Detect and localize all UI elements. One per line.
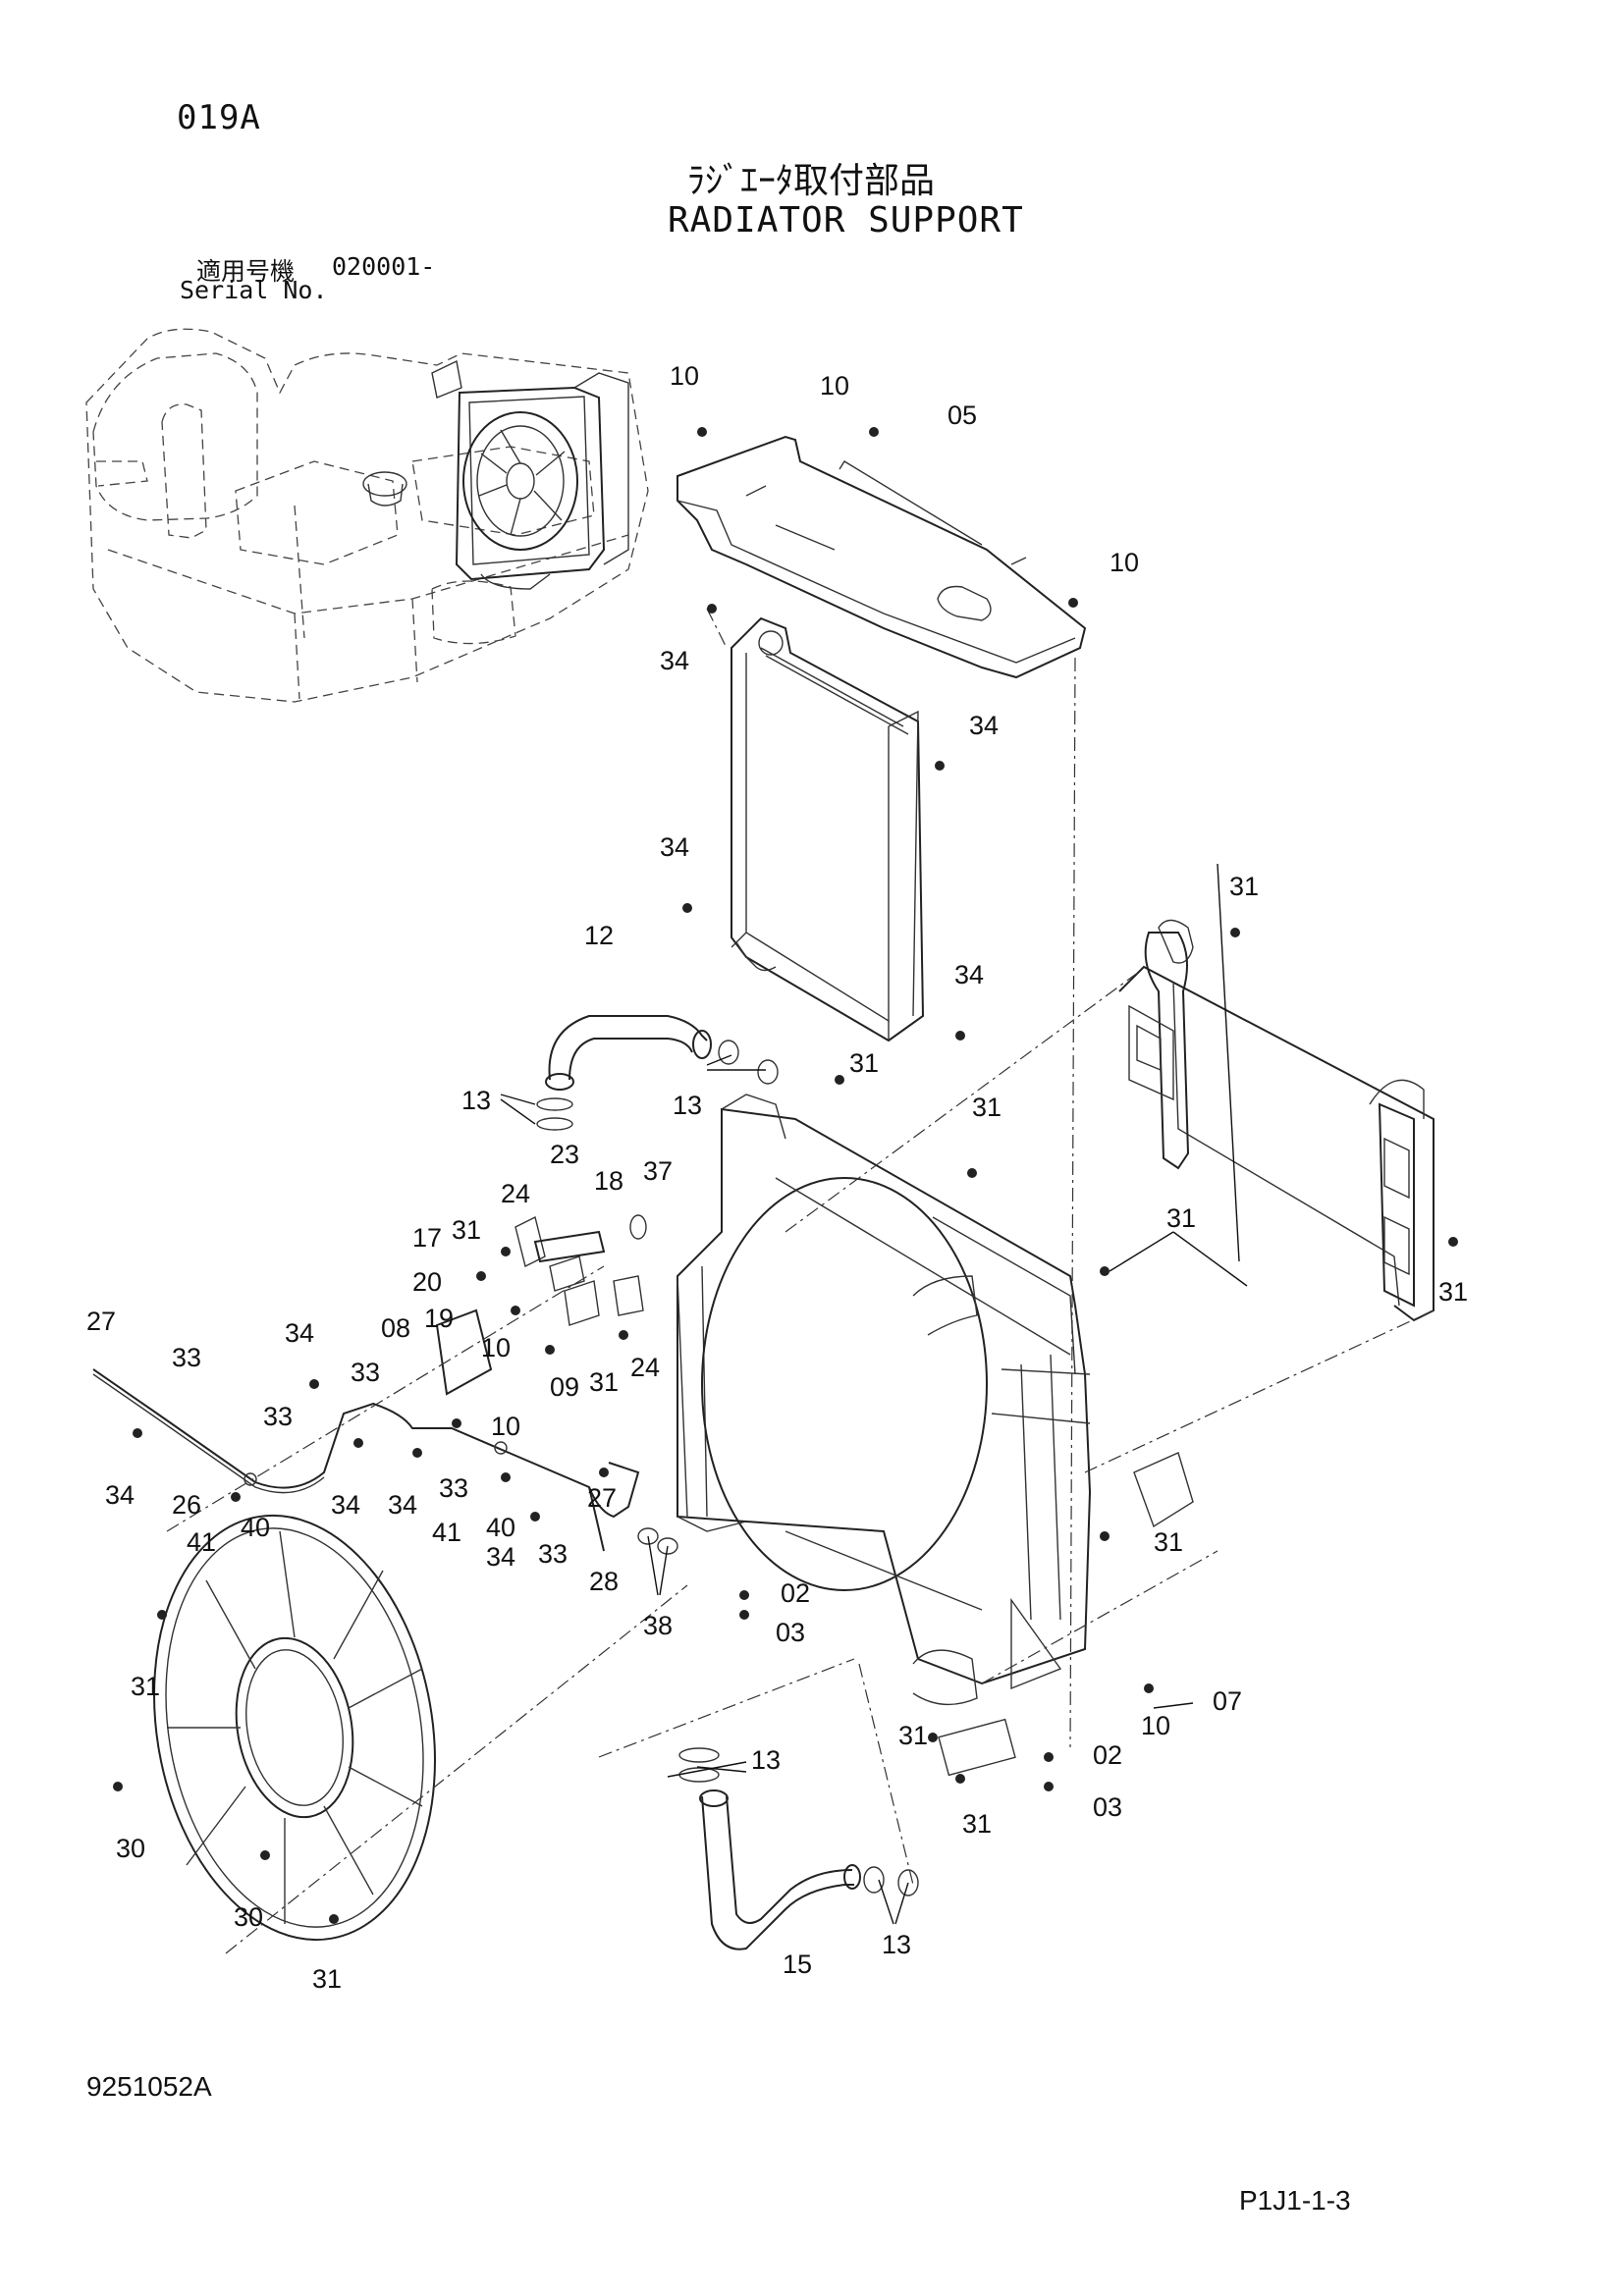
callout-10: 10 — [1110, 548, 1139, 577]
callout-33: 33 — [351, 1358, 380, 1387]
callout-34: 34 — [660, 832, 689, 862]
fan-guard — [153, 1514, 436, 1942]
intercooler — [1118, 919, 1435, 1322]
callout-33: 33 — [172, 1343, 201, 1372]
callout-labels: 10 10 05 10 34 34 34 31 12 34 13 13 31 3… — [86, 361, 1468, 1994]
callout-24: 24 — [501, 1179, 530, 1208]
callout-31: 31 — [131, 1672, 160, 1701]
callout-12: 12 — [584, 921, 614, 950]
callout-17: 17 — [412, 1223, 442, 1253]
callout-34: 34 — [969, 711, 999, 740]
callout-26: 26 — [172, 1490, 201, 1520]
callout-31: 31 — [312, 1964, 342, 1994]
small-brackets — [435, 1214, 1194, 1555]
callout-02: 02 — [781, 1578, 810, 1608]
callout-24: 24 — [630, 1353, 660, 1382]
callout-13: 13 — [461, 1086, 491, 1115]
callout-13: 13 — [882, 1930, 911, 1959]
callout-34: 34 — [660, 646, 689, 675]
callout-27: 27 — [587, 1483, 617, 1513]
callout-34: 34 — [486, 1542, 515, 1572]
callout-20: 20 — [412, 1267, 442, 1297]
leader-lines — [500, 863, 1248, 1925]
callout-34: 34 — [954, 960, 984, 989]
callout-18: 18 — [594, 1166, 623, 1196]
callout-33: 33 — [538, 1539, 568, 1569]
page-id: 019A — [177, 98, 261, 137]
title-japanese: ﾗｼﾞｴｰﾀ取付部品 — [687, 161, 936, 201]
callout-31: 31 — [972, 1093, 1001, 1122]
callout-30: 30 — [116, 1834, 145, 1863]
callout-34: 34 — [285, 1318, 314, 1348]
callout-19: 19 — [424, 1304, 454, 1333]
callout-41: 41 — [432, 1518, 461, 1547]
radiator-core — [731, 616, 925, 1042]
callout-41: 41 — [187, 1527, 216, 1557]
callout-40: 40 — [241, 1513, 270, 1542]
callout-34: 34 — [105, 1480, 135, 1510]
upper-cover-05 — [677, 435, 1087, 679]
machine-overview-sketch — [85, 328, 649, 703]
callout-27: 27 — [86, 1307, 116, 1336]
assembly-lines — [166, 608, 1435, 1954]
callout-33: 33 — [263, 1402, 293, 1431]
callout-34: 34 — [331, 1490, 360, 1520]
callout-10: 10 — [670, 361, 699, 391]
bolts — [113, 427, 1458, 1924]
callout-09: 09 — [550, 1372, 579, 1402]
callout-13: 13 — [673, 1091, 702, 1120]
callout-38: 38 — [643, 1611, 673, 1640]
callout-40: 40 — [486, 1513, 515, 1542]
title-english: RADIATOR SUPPORT — [668, 200, 1024, 240]
serial-label-english: Serial No. — [180, 276, 328, 304]
callout-10: 10 — [491, 1412, 520, 1441]
callout-10: 10 — [481, 1333, 511, 1362]
callout-37: 37 — [643, 1156, 673, 1186]
document-number: 9251052A — [86, 2071, 212, 2102]
wire-harness — [92, 1368, 640, 1552]
callout-30: 30 — [234, 1902, 263, 1932]
callout-31: 31 — [452, 1215, 481, 1245]
callout-03: 03 — [1093, 1792, 1122, 1822]
callout-31: 31 — [1154, 1527, 1183, 1557]
callout-23: 23 — [550, 1140, 579, 1169]
callout-13: 13 — [751, 1745, 781, 1775]
callout-28: 28 — [589, 1567, 619, 1596]
callout-05: 05 — [947, 400, 977, 430]
callout-31: 31 — [898, 1721, 928, 1750]
lower-hose-15 — [678, 1747, 919, 1950]
callout-31: 31 — [589, 1367, 619, 1397]
callout-34: 34 — [388, 1490, 417, 1520]
serial-number-value: 020001- — [332, 252, 436, 281]
callout-31: 31 — [1229, 872, 1259, 901]
callout-02: 02 — [1093, 1740, 1122, 1770]
callout-07: 07 — [1213, 1686, 1242, 1716]
callout-10: 10 — [820, 371, 849, 400]
upper-hose-12 — [536, 1015, 779, 1131]
callout-15: 15 — [783, 1949, 812, 1979]
serial-label-japanese: 適用号機 — [196, 257, 296, 286]
radiator-support-frame — [677, 1094, 1092, 1777]
callout-08: 08 — [381, 1313, 410, 1343]
callout-10: 10 — [1141, 1711, 1170, 1740]
callout-31: 31 — [1166, 1203, 1196, 1233]
callout-31: 31 — [849, 1048, 879, 1078]
callout-33: 33 — [439, 1473, 468, 1503]
callout-31: 31 — [962, 1809, 992, 1839]
callout-31: 31 — [1438, 1277, 1468, 1307]
page-reference: P1J1-1-3 — [1239, 2185, 1351, 2216]
callout-03: 03 — [776, 1618, 805, 1647]
